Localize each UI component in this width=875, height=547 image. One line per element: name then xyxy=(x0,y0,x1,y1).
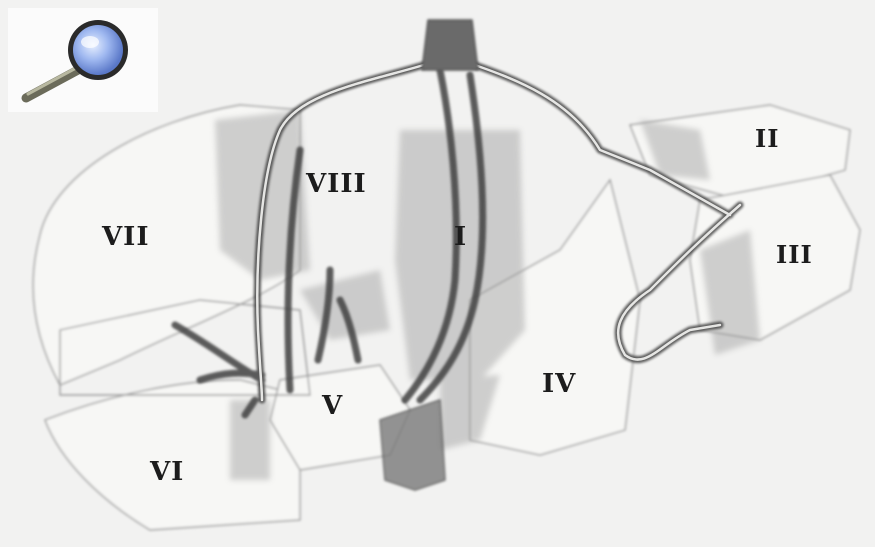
magnifier-handle xyxy=(26,70,78,98)
segment-label-i: I xyxy=(454,222,467,252)
ivc-top xyxy=(422,20,478,70)
segment-label-ii: II xyxy=(755,124,779,153)
magnifier-lens xyxy=(73,25,123,75)
zoom-button[interactable] xyxy=(8,8,158,112)
segment-label-vi: VI xyxy=(149,457,184,487)
shade-segment-iii xyxy=(700,230,760,355)
segment-label-iii: III xyxy=(776,240,813,269)
segment-label-iv: IV xyxy=(542,369,576,399)
magnifier-icon xyxy=(8,8,158,112)
segment-label-viii: VIII xyxy=(305,169,367,199)
segment-label-v: V xyxy=(321,391,343,421)
segment-label-vii: VII xyxy=(101,222,150,252)
magnifier-handle-highlight xyxy=(28,68,76,94)
magnifier-glare xyxy=(81,36,99,48)
